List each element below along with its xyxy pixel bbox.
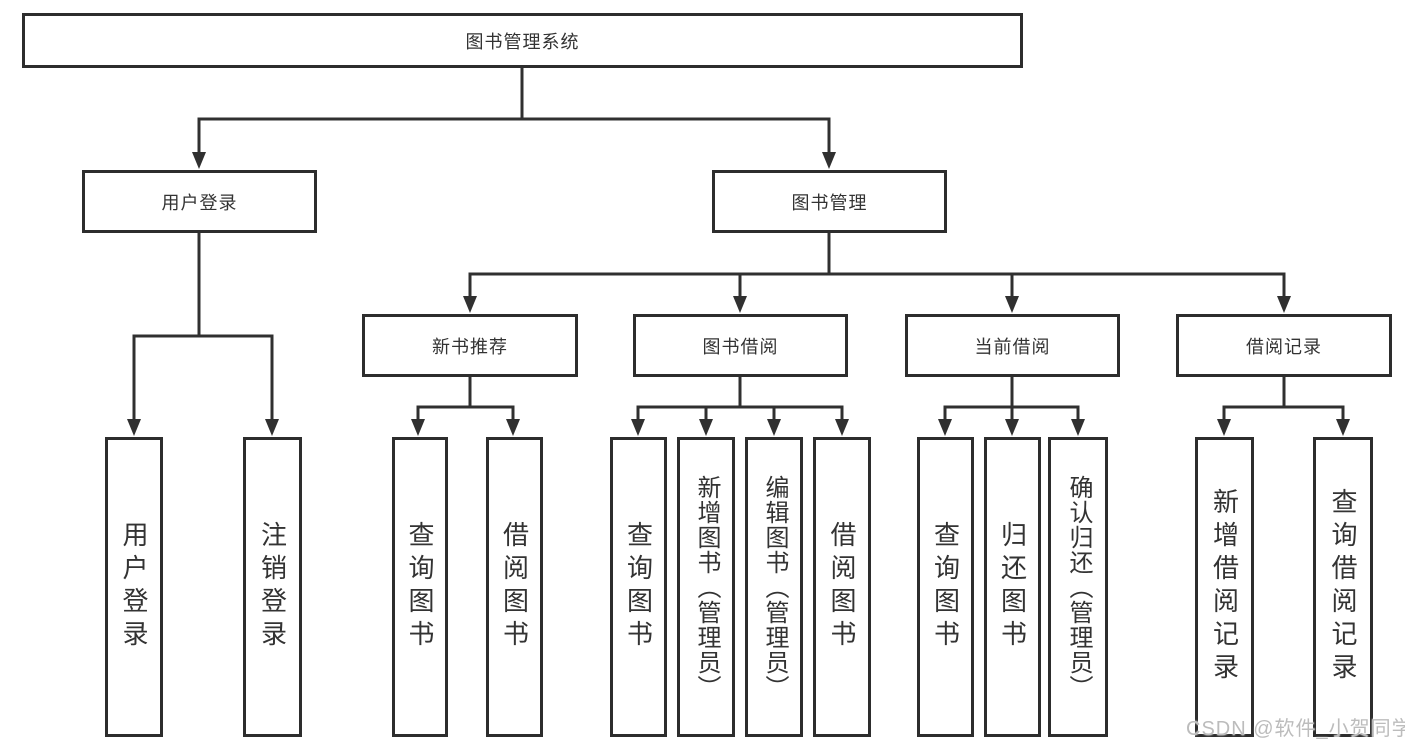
node-book-borrow: 图书借阅 (633, 314, 848, 377)
csdn-watermark: CSDN @软件_小贺同学 (1186, 718, 1405, 740)
node-label: 新增图书（管理员） (693, 474, 720, 700)
arrowheads (127, 152, 1350, 436)
node-label: 确认归还（管理员） (1065, 474, 1092, 700)
node-query-books-borrow: 查询图书 (610, 437, 667, 737)
node-borrow-books-leaf: 借阅图书 (813, 437, 871, 737)
node-label: 查询图书 (405, 521, 435, 653)
node-label: 借阅图书 (827, 521, 857, 653)
node-label: 用户登录 (119, 521, 149, 653)
node-user-login-leaf: 用户登录 (105, 437, 163, 737)
node-user-login: 用户登录 (82, 170, 317, 233)
node-borrow-records: 借阅记录 (1176, 314, 1392, 377)
node-label: 注销登录 (257, 521, 288, 653)
node-label: 查询借阅记录 (1328, 488, 1358, 686)
node-library-management-system: 图书管理系统 (22, 13, 1023, 68)
node-query-borrow-record: 查询借阅记录 (1313, 437, 1373, 737)
node-label: 编辑图书（管理员） (761, 474, 788, 700)
node-label: 图书管理系统 (465, 31, 580, 52)
node-label: 图书借阅 (702, 336, 779, 357)
node-add-borrow-record: 新增借阅记录 (1195, 437, 1254, 737)
node-logout-leaf: 注销登录 (243, 437, 302, 737)
node-label: 新增借阅记录 (1209, 488, 1240, 686)
node-add-book-admin: 新增图书（管理员） (677, 437, 735, 737)
node-query-books-current: 查询图书 (917, 437, 974, 737)
node-return-book: 归还图书 (984, 437, 1041, 737)
node-borrow-books-recommend: 借阅图书 (486, 437, 543, 737)
node-label: 新书推荐 (432, 336, 508, 357)
node-book-management: 图书管理 (712, 170, 947, 233)
node-query-books-recommend: 查询图书 (392, 437, 448, 737)
node-label: 用户登录 (161, 192, 238, 213)
node-label: 图书管理 (791, 192, 868, 213)
node-new-book-recommend: 新书推荐 (362, 314, 578, 377)
node-label: 查询图书 (930, 521, 961, 653)
node-label: 当前借阅 (974, 336, 1051, 357)
node-current-borrow: 当前借阅 (905, 314, 1120, 377)
node-confirm-return-admin: 确认归还（管理员） (1048, 437, 1108, 737)
node-label: 借阅图书 (499, 521, 530, 653)
node-label: 借阅记录 (1246, 336, 1322, 357)
node-label: 归还图书 (997, 521, 1028, 653)
node-edit-book-admin: 编辑图书（管理员） (745, 437, 803, 737)
node-label: 查询图书 (623, 521, 654, 653)
